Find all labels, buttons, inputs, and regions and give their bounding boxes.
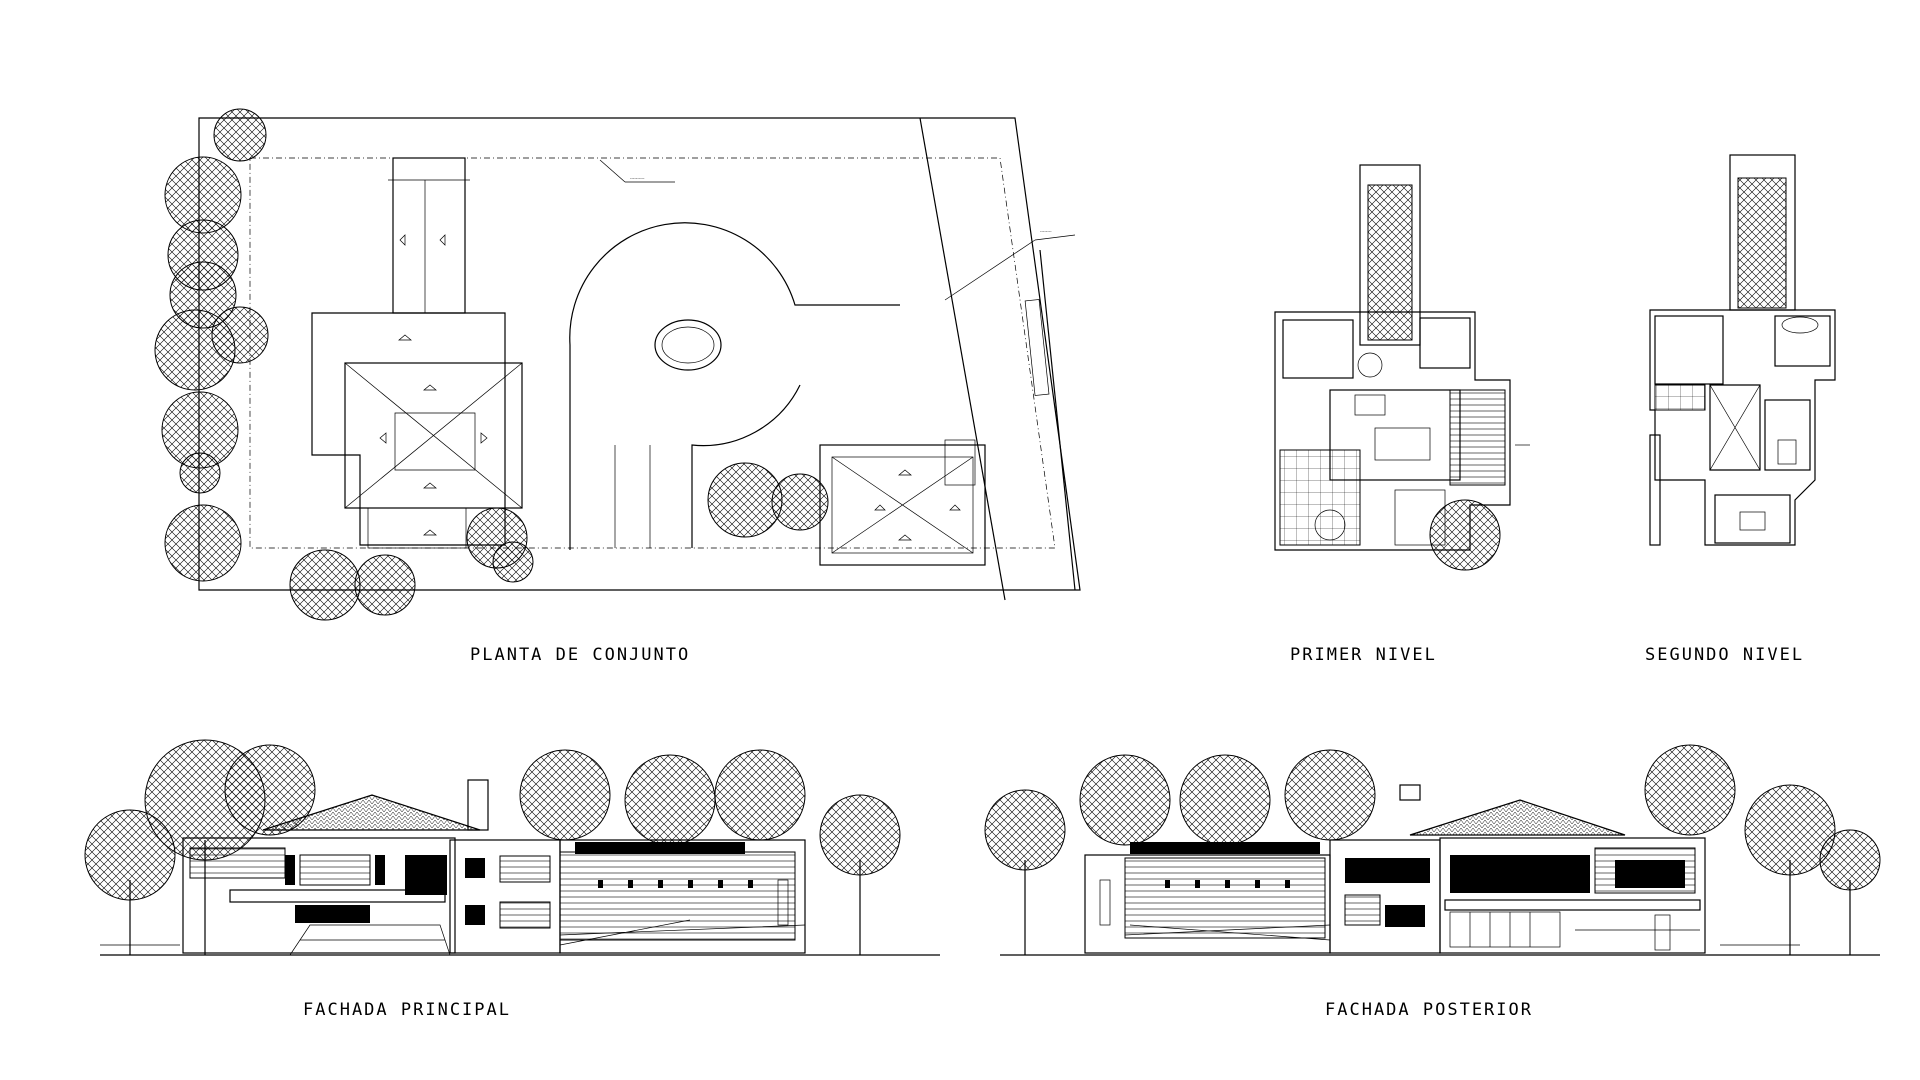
rear-facade	[984, 744, 1881, 956]
house-footprint	[311, 312, 506, 546]
wall-line	[1039, 249, 1076, 591]
fountain	[654, 319, 722, 371]
first-floor-plan	[1274, 164, 1530, 571]
site-boundary	[198, 117, 1081, 591]
front-trees	[84, 739, 901, 955]
site-plan: ---------- --------	[154, 108, 1081, 621]
front-roof	[262, 794, 481, 831]
svg-text:----------: ----------	[630, 176, 645, 181]
front-facade	[84, 739, 940, 956]
rear-trees	[984, 744, 1881, 955]
driveway	[392, 157, 466, 314]
setback-line	[249, 157, 1056, 549]
front-facade-title: FACHADA PRINCIPAL	[303, 1000, 511, 1020]
site-plan-title: PLANTA DE CONJUNTO	[470, 645, 690, 665]
site-trees	[154, 108, 829, 621]
second-floor-title: SEGUNDO NIVEL	[1645, 645, 1804, 665]
rear-facade-title: FACHADA POSTERIOR	[1325, 1000, 1533, 1020]
property-edge-line	[919, 117, 1006, 601]
svg-text:--------: --------	[1040, 229, 1052, 234]
second-floor-plan	[1649, 154, 1836, 546]
garden-path	[569, 222, 900, 550]
rear-roof	[1409, 799, 1626, 836]
first-floor-title: PRIMER NIVEL	[1290, 645, 1437, 665]
